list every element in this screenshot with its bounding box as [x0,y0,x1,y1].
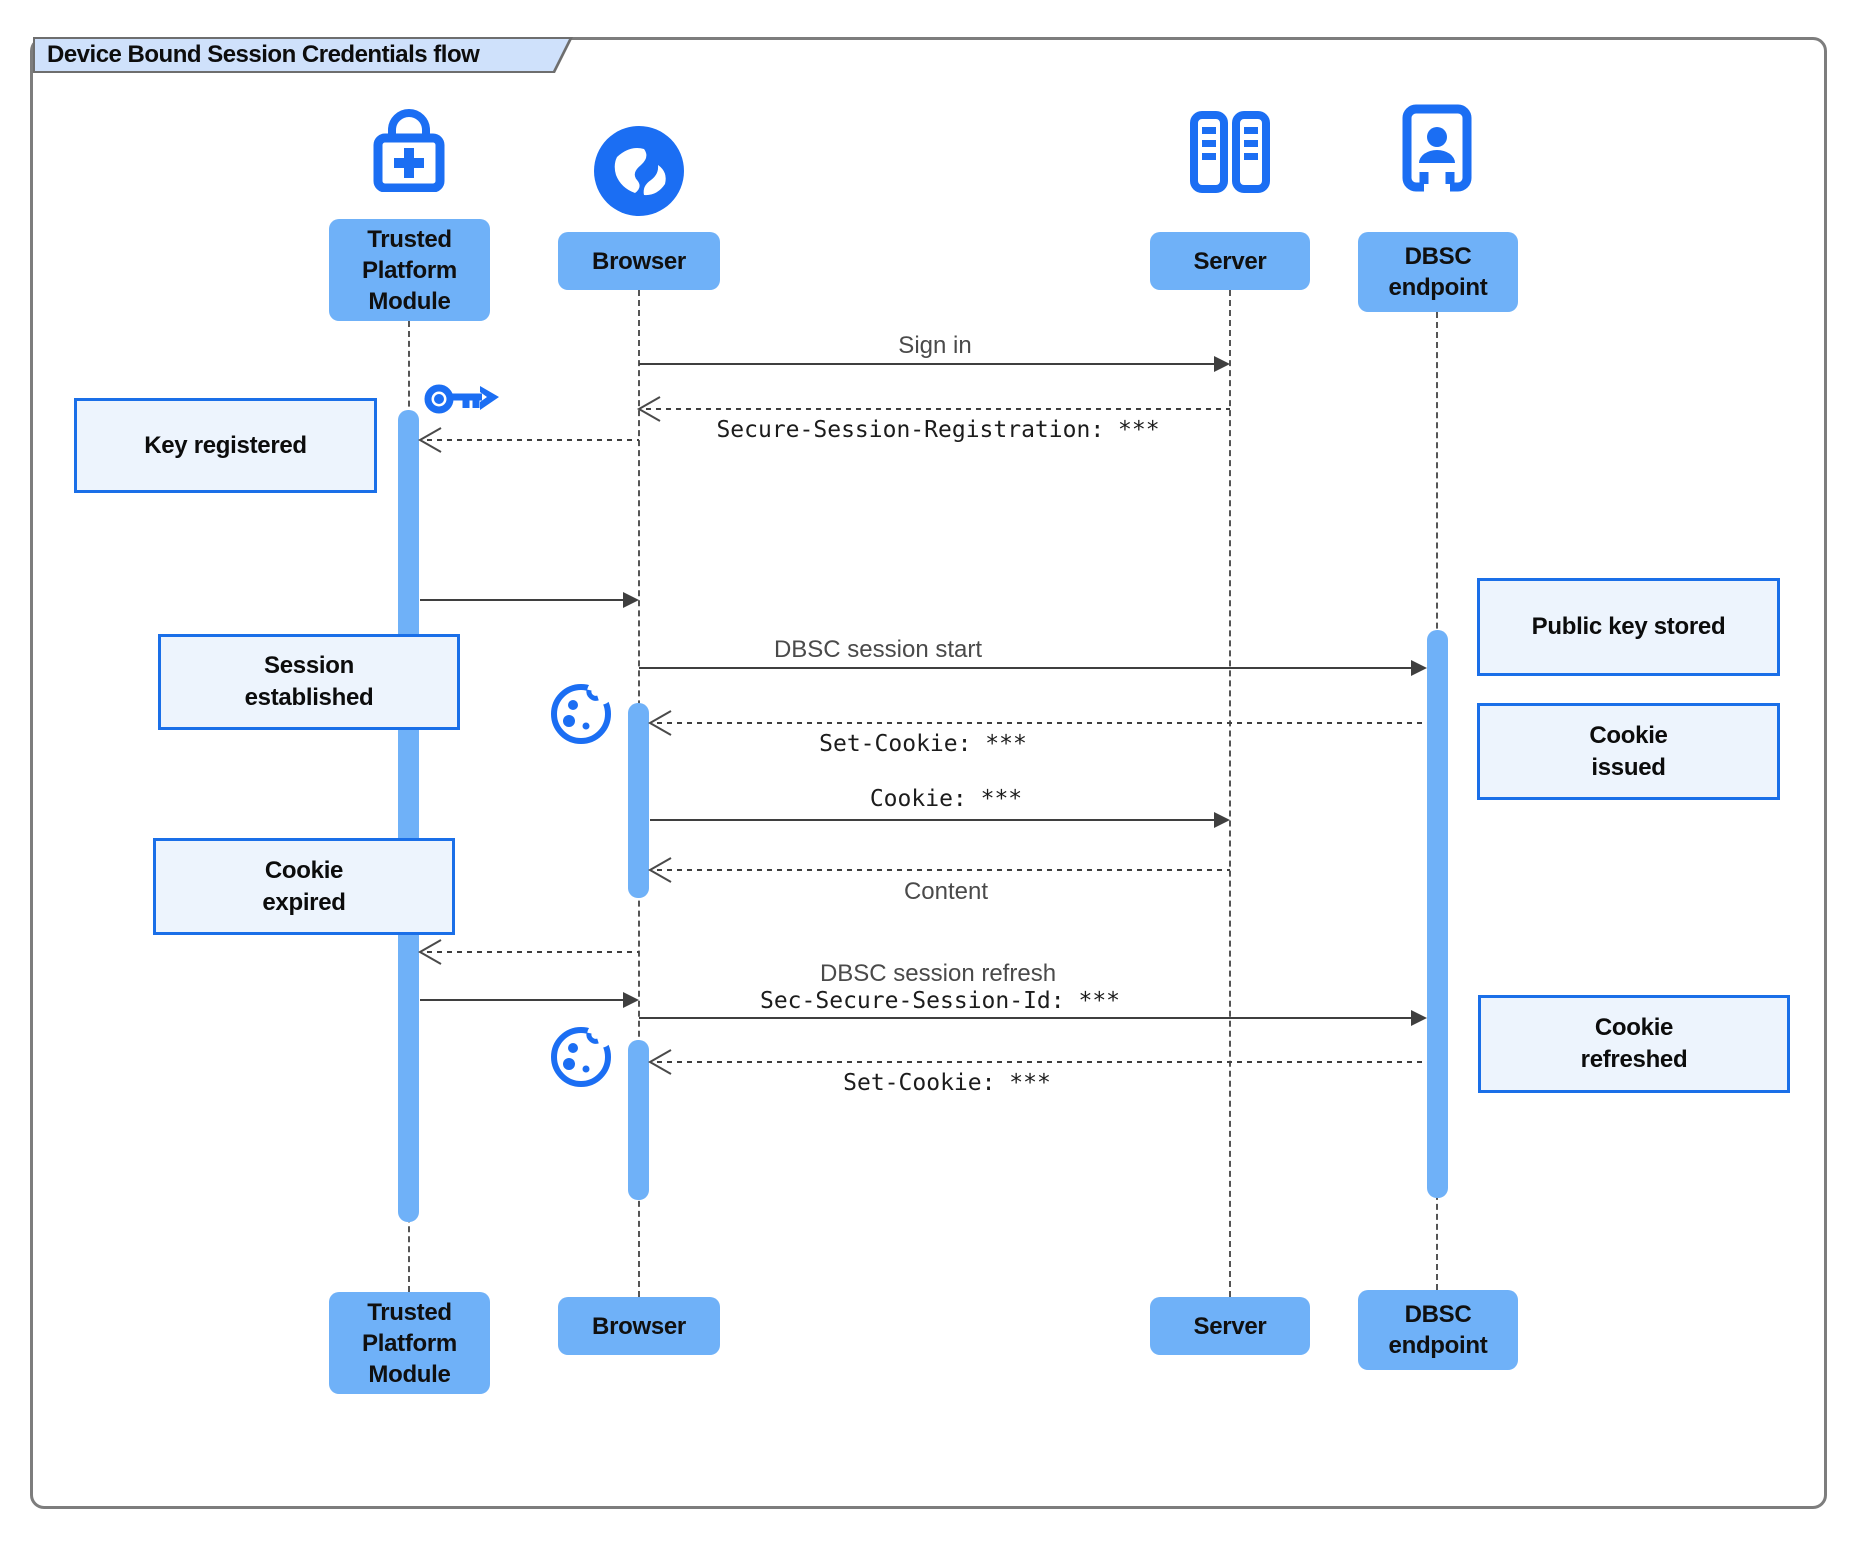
cookie-icon [549,1022,613,1093]
arrow-key-to-browser [420,599,625,601]
message-set-cookie-1: Set-Cookie: *** [819,731,1027,757]
arrow-sign-in [639,363,1216,365]
arrow-key-to-browser-2 [420,999,625,1001]
arrowhead-sign-in [1214,356,1230,372]
arrow-set-cookie-1 [657,722,1427,724]
cookie-icon [549,679,613,750]
arrow-registration [646,408,1230,410]
arrow-content [657,869,1230,871]
message-session-refresh-line2: Sec-Secure-Session-Id: *** [759,988,1121,1014]
message-session-refresh-line1: DBSC session refresh [819,960,1057,987]
browser-globe-icon [592,124,686,223]
arrowhead-key-to-browser-2 [623,992,639,1008]
diagram-title-tab: Device Bound Session Credentials flow [33,37,573,73]
arrowhead-registration [636,396,661,422]
arrowhead-session-start [1411,660,1427,676]
tpm-lock-plus-icon [364,100,454,197]
actor-dbsc-top: DBSC endpoint [1358,232,1518,312]
server-racks-icon [1188,110,1272,199]
actor-server-bottom: Server [1150,1297,1310,1355]
actor-tpm-top: Trusted Platform Module [329,219,490,321]
message-cookie: Cookie: *** [869,786,1023,812]
arrowhead-session-refresh [1411,1010,1427,1026]
arrowhead-cookie-expired-signal [417,939,442,965]
actor-tpm-bottom: Trusted Platform Module [329,1292,490,1394]
arrow-register-key [427,439,639,441]
message-content: Content [903,878,989,905]
actor-dbsc-bottom: DBSC endpoint [1358,1290,1518,1370]
activation-bar-tpm [398,410,419,1222]
arrow-set-cookie-2 [657,1061,1427,1063]
diagram-title-tab-fill: Device Bound Session Credentials flow [35,39,569,71]
dbsc-endpoint-door-person-icon [1393,104,1481,197]
message-session-start: DBSC session start [773,636,983,663]
message-registration: Secure-Session-Registration: *** [716,417,1160,443]
lifeline-server [1229,290,1231,1297]
note-public-key-stored: Public key stored [1477,578,1780,676]
note-cookie-issued: Cookie issued [1477,703,1780,800]
arrowhead-register-key [417,427,442,453]
diagram-title: Device Bound Session Credentials flow [47,41,480,68]
note-session-established: Session established [158,634,460,730]
actor-browser-bottom: Browser [558,1297,720,1355]
actor-browser-top: Browser [558,232,720,290]
activation-bar-dbsc [1427,630,1448,1198]
arrow-session-refresh [639,1017,1413,1019]
arrowhead-set-cookie-2 [647,1049,672,1075]
message-sign-in: Sign in [898,332,972,359]
arrow-cookie [650,819,1216,821]
arrowhead-key-to-browser [623,592,639,608]
arrowhead-cookie [1214,812,1230,828]
note-cookie-refreshed: Cookie refreshed [1478,995,1790,1093]
arrowhead-set-cookie-1 [647,710,672,736]
key-icon [424,378,502,427]
actor-server-top: Server [1150,232,1310,290]
note-key-registered: Key registered [74,398,377,493]
activation-bar-browser-1 [628,703,649,898]
message-set-cookie-2: Set-Cookie: *** [843,1070,1051,1096]
activation-bar-browser-2 [628,1040,649,1200]
arrow-session-start [639,667,1413,669]
arrowhead-content [647,857,672,883]
arrow-cookie-expired-signal [427,951,639,953]
note-cookie-expired: Cookie expired [153,838,455,935]
